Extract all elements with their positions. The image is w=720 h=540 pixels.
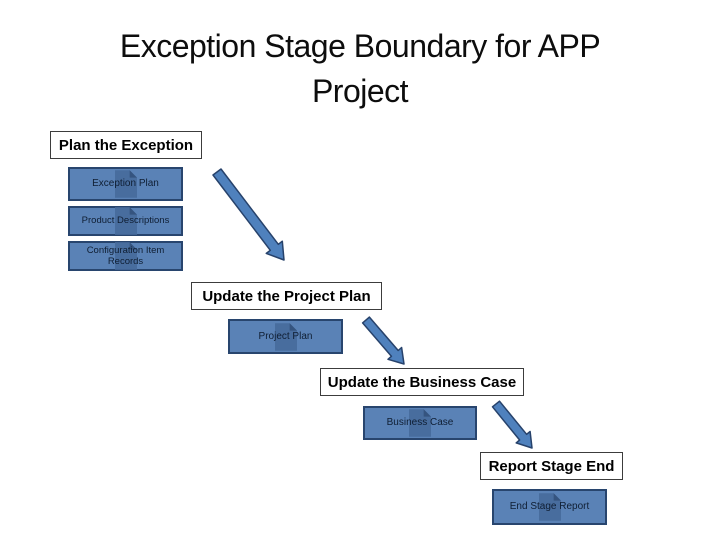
slide-title: Exception Stage Boundary for APP Project	[40, 24, 680, 114]
document-icon	[114, 170, 137, 198]
artifact-box-exception-plan: Exception Plan	[68, 167, 183, 201]
arrow-down-right-3	[491, 400, 533, 449]
artifact-box-end-stage-report: End Stage Report	[492, 489, 607, 525]
arrow-down-right-2	[361, 316, 405, 365]
process-box-label: Plan the Exception	[58, 136, 194, 154]
artifact-label: Configuration Item Records	[86, 244, 165, 267]
document-icon	[274, 322, 297, 351]
artifact-label: End Stage Report	[509, 501, 590, 512]
artifact-box-project-plan: Project Plan	[228, 319, 343, 354]
process-box-report-stage-end: Report Stage End	[480, 452, 623, 480]
process-box-label: Report Stage End	[488, 457, 615, 475]
process-box-update-the-business-case: Update the Business Case	[320, 368, 524, 396]
document-icon	[114, 207, 137, 235]
title-line-1: Exception Stage Boundary for APP	[119, 28, 601, 64]
artifact-label: Product Descriptions	[81, 215, 170, 227]
process-box-label: Update the Project Plan	[202, 287, 371, 305]
document-icon	[114, 242, 137, 270]
process-box-label: Update the Business Case	[327, 373, 517, 391]
process-box-plan-the-exception: Plan the Exception	[50, 131, 202, 159]
document-icon	[409, 409, 431, 437]
arrow-down-right-1	[212, 168, 285, 261]
title-line-2: Project	[311, 73, 409, 109]
document-icon	[538, 493, 561, 521]
artifact-label: Project Plan	[258, 330, 313, 342]
process-box-update-the-project-plan: Update the Project Plan	[191, 282, 382, 310]
artifact-box-business-case: Business Case	[363, 406, 477, 440]
artifact-box-configuration-item-records: Configuration Item Records	[68, 241, 183, 271]
artifact-box-product-descriptions: Product Descriptions	[68, 206, 183, 236]
artifact-label: Exception Plan	[92, 178, 159, 189]
artifact-label: Business Case	[386, 417, 454, 428]
